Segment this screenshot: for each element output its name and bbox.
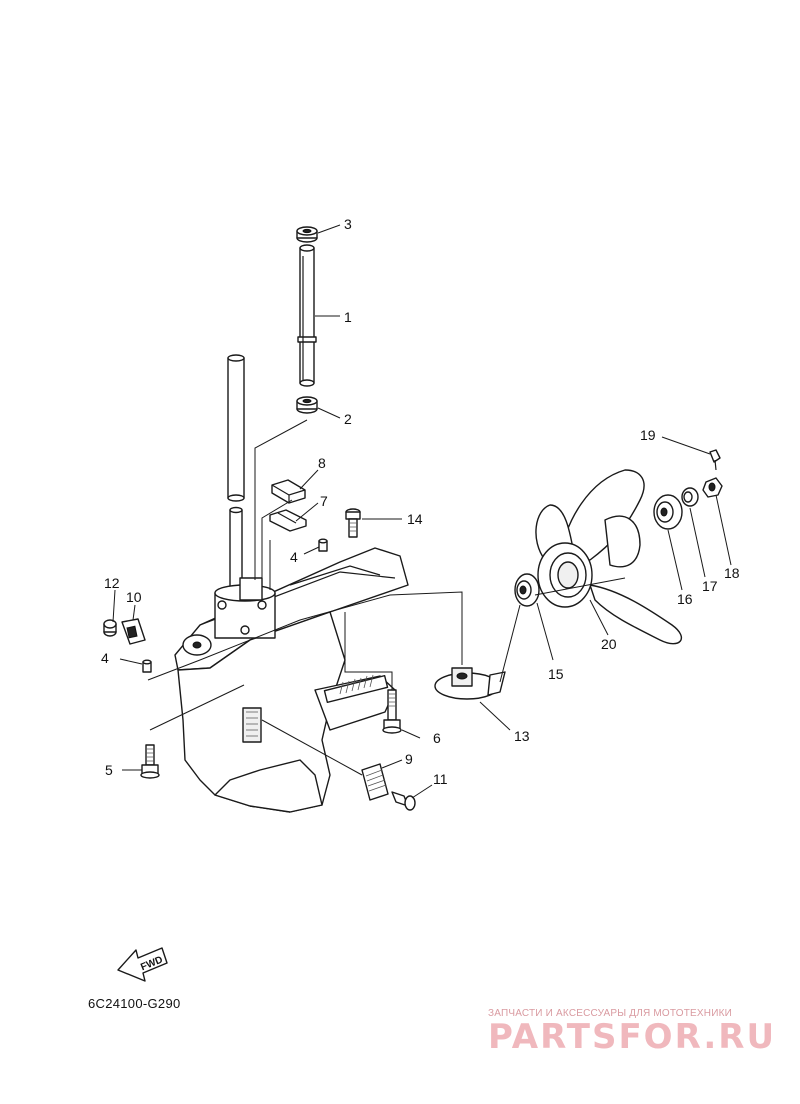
callout-13: 13 (514, 728, 530, 744)
watermark: ЗАПЧАСТИ И АКСЕССУАРЫ ДЛЯ МОТОТЕХНИКИ PA… (488, 1008, 788, 1054)
callout-18: 18 (724, 565, 740, 581)
callout-15: 15 (548, 666, 564, 682)
assembly-guides (147, 419, 626, 776)
callout-2: 2 (344, 411, 352, 427)
part-16-washer[interactable] (653, 494, 683, 530)
part-9-water-grill[interactable] (361, 763, 389, 801)
part-4-dowel-upper[interactable] (318, 538, 328, 552)
part-1-drive-shaft[interactable] (297, 244, 317, 387)
part-12-nut[interactable] (103, 619, 117, 637)
callout-10: 10 (126, 589, 142, 605)
callout-1: 1 (344, 309, 352, 325)
part-13-trim-tab[interactable] (434, 667, 506, 700)
part-7-plate[interactable] (269, 509, 307, 532)
part-4-dowel-lower[interactable] (142, 659, 152, 673)
propeller-shaft (323, 674, 389, 704)
callout-leaders (112, 224, 732, 799)
callout-17: 17 (702, 578, 718, 594)
diagram-code: 6C24100-G290 (88, 996, 181, 1011)
part-6-bolt[interactable] (382, 689, 402, 734)
callout-4-lower: 4 (101, 650, 109, 666)
callout-3: 3 (344, 216, 352, 232)
callout-7: 7 (320, 493, 328, 509)
water-tube (227, 354, 245, 606)
callout-19: 19 (640, 427, 656, 443)
watermark-logo: PARTSFOR.RU (488, 1017, 777, 1057)
callout-12: 12 (104, 575, 120, 591)
part-20-propeller[interactable] (535, 469, 683, 645)
callout-16: 16 (677, 591, 693, 607)
part-17-spacer[interactable] (681, 487, 699, 507)
part-15-washer[interactable] (514, 573, 540, 607)
callout-9: 9 (405, 751, 413, 767)
callout-4-upper: 4 (290, 549, 298, 565)
fwd-arrow-icon: FWD (117, 947, 168, 982)
part-8-grommet[interactable] (271, 479, 306, 504)
watermark-caption: ЗАПЧАСТИ И АКСЕССУАРЫ ДЛЯ МОТОТЕХНИКИ (488, 1008, 733, 1019)
callout-20: 20 (601, 636, 617, 652)
lower-casing[interactable] (174, 547, 409, 813)
callout-11: 11 (433, 771, 448, 787)
part-3-bushing[interactable] (296, 226, 318, 243)
part-18-propeller-nut[interactable] (702, 477, 723, 498)
callout-6: 6 (433, 730, 441, 746)
part-10-clip[interactable] (121, 618, 146, 645)
part-2-bushing[interactable] (296, 396, 318, 414)
part-14-bolt[interactable] (345, 508, 361, 538)
part-11-screw[interactable] (391, 791, 416, 811)
part-19-cotter-pin[interactable] (709, 449, 721, 471)
callout-8: 8 (318, 455, 326, 471)
callout-5: 5 (105, 762, 113, 778)
part-5-bolt[interactable] (140, 744, 160, 779)
callout-14: 14 (407, 511, 423, 527)
